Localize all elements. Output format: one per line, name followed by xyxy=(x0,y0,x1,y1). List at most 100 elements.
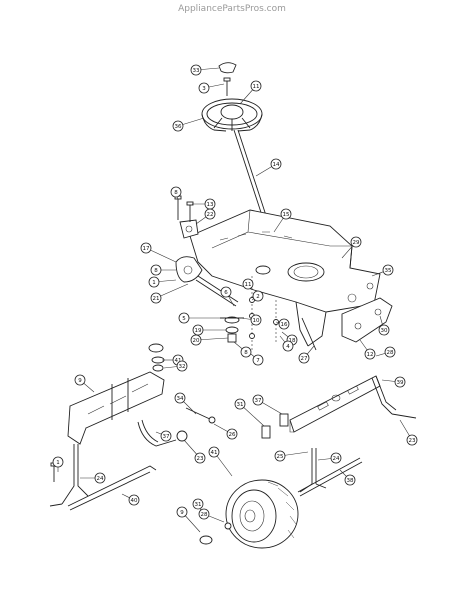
callout-16: 16 xyxy=(278,318,290,330)
spindle-center xyxy=(299,448,327,493)
callout-30: 30 xyxy=(378,324,390,336)
callout-number: 26 xyxy=(229,432,236,438)
callout-circle xyxy=(128,494,140,506)
steering-plate xyxy=(179,219,199,239)
pivot-stack xyxy=(220,316,244,343)
callout-24a: 24 xyxy=(94,472,106,484)
callout-circle xyxy=(176,360,188,372)
callout-circle xyxy=(172,120,184,132)
steering-gear xyxy=(175,256,203,283)
callout-number: 13 xyxy=(207,202,214,208)
axle-support xyxy=(137,419,188,447)
callout-number: 37 xyxy=(255,398,262,404)
spindle-right xyxy=(371,375,417,419)
callout-number: 30 xyxy=(381,328,388,334)
callout-number: 31 xyxy=(195,502,202,508)
callout-circle xyxy=(140,242,152,254)
callout-circle xyxy=(204,208,216,220)
callout-circle xyxy=(192,498,204,510)
leader-line-17 xyxy=(145,247,177,263)
callout-circle xyxy=(220,286,232,298)
callout-25: 25 xyxy=(274,450,286,462)
callout-10: 10 xyxy=(250,314,262,326)
callout-number: 25 xyxy=(277,454,284,460)
wheel-screw xyxy=(223,77,231,96)
callout-number: 39 xyxy=(397,380,404,386)
callout-39: 39 xyxy=(394,376,406,388)
callout-22: 22 xyxy=(204,208,216,220)
callout-number: 23 xyxy=(409,438,416,444)
callout-6: 6 xyxy=(220,286,232,298)
callout-2: 2 xyxy=(252,290,264,302)
callout-3a: 3 xyxy=(198,82,210,94)
leader-line-21 xyxy=(155,283,189,299)
callout-circle xyxy=(250,80,262,92)
callout-38: 38 xyxy=(344,474,356,486)
callout-circle xyxy=(178,312,190,324)
callout-8c: 8 xyxy=(240,346,252,358)
wheel-washer xyxy=(224,522,232,530)
callout-circle xyxy=(74,374,86,386)
callout-number: 15 xyxy=(283,212,290,218)
callout-number: 12 xyxy=(367,352,374,358)
callout-circle xyxy=(350,236,362,248)
callout-7: 7 xyxy=(252,354,264,366)
callout-11a: 11 xyxy=(250,80,262,92)
callout-circle xyxy=(252,290,264,302)
callout-31: 31 xyxy=(234,398,246,410)
callout-8b: 8 xyxy=(150,264,162,276)
callout-number: 1 xyxy=(56,460,60,466)
callout-circle xyxy=(394,376,406,388)
callout-34: 34 xyxy=(174,392,186,404)
callout-circle xyxy=(242,278,254,290)
callout-number: 9 xyxy=(78,378,82,384)
callout-12: 12 xyxy=(364,348,376,360)
callout-circle xyxy=(52,456,64,468)
callout-13: 13 xyxy=(204,198,216,210)
callout-circle xyxy=(226,428,238,440)
chassis-frame xyxy=(189,209,381,347)
callout-circle xyxy=(252,394,264,406)
callout-circle xyxy=(174,392,186,404)
callout-number: 4 xyxy=(286,344,290,350)
callout-circle xyxy=(198,82,210,94)
callout-circle xyxy=(364,348,376,360)
callout-number: 11 xyxy=(245,282,252,288)
callout-number: 36 xyxy=(175,124,182,130)
callout-number: 22 xyxy=(207,212,214,218)
callout-circle xyxy=(150,264,162,276)
callout-circle xyxy=(176,506,188,518)
callout-number: 41 xyxy=(211,450,218,456)
steering-wheel xyxy=(201,98,263,132)
callout-number: 2 xyxy=(256,294,260,300)
callout-circle xyxy=(280,208,292,220)
callout-circle xyxy=(190,64,202,76)
callout-circle xyxy=(208,446,220,458)
leader-line-31 xyxy=(239,403,265,427)
callout-40: 40 xyxy=(128,494,140,506)
callout-number: 27 xyxy=(301,356,308,362)
callout-circle xyxy=(250,314,262,326)
front-wheel xyxy=(225,479,299,549)
callout-number: 32 xyxy=(179,364,186,370)
callout-number: 5 xyxy=(182,316,186,322)
left-spindle xyxy=(49,444,89,507)
callout-number: 31 xyxy=(237,402,244,408)
callout-number: 8 xyxy=(174,190,178,196)
callout-circle xyxy=(298,352,310,364)
callout-11b: 11 xyxy=(242,278,254,290)
callout-circle xyxy=(240,346,252,358)
callout-number: 19 xyxy=(195,328,202,334)
callout-circle xyxy=(170,186,182,198)
callout-circle xyxy=(194,452,206,464)
callout-circle xyxy=(384,346,396,358)
steering-cap xyxy=(218,62,237,74)
callout-number: 3 xyxy=(202,86,206,92)
callout-37: 37 xyxy=(252,394,264,406)
callout-28: 28 xyxy=(384,346,396,358)
callout-20: 20 xyxy=(190,334,202,346)
callout-number: 6 xyxy=(224,290,228,296)
drag-link xyxy=(195,275,239,307)
callout-circle xyxy=(378,324,390,336)
callout-31b: 31 xyxy=(192,498,204,510)
